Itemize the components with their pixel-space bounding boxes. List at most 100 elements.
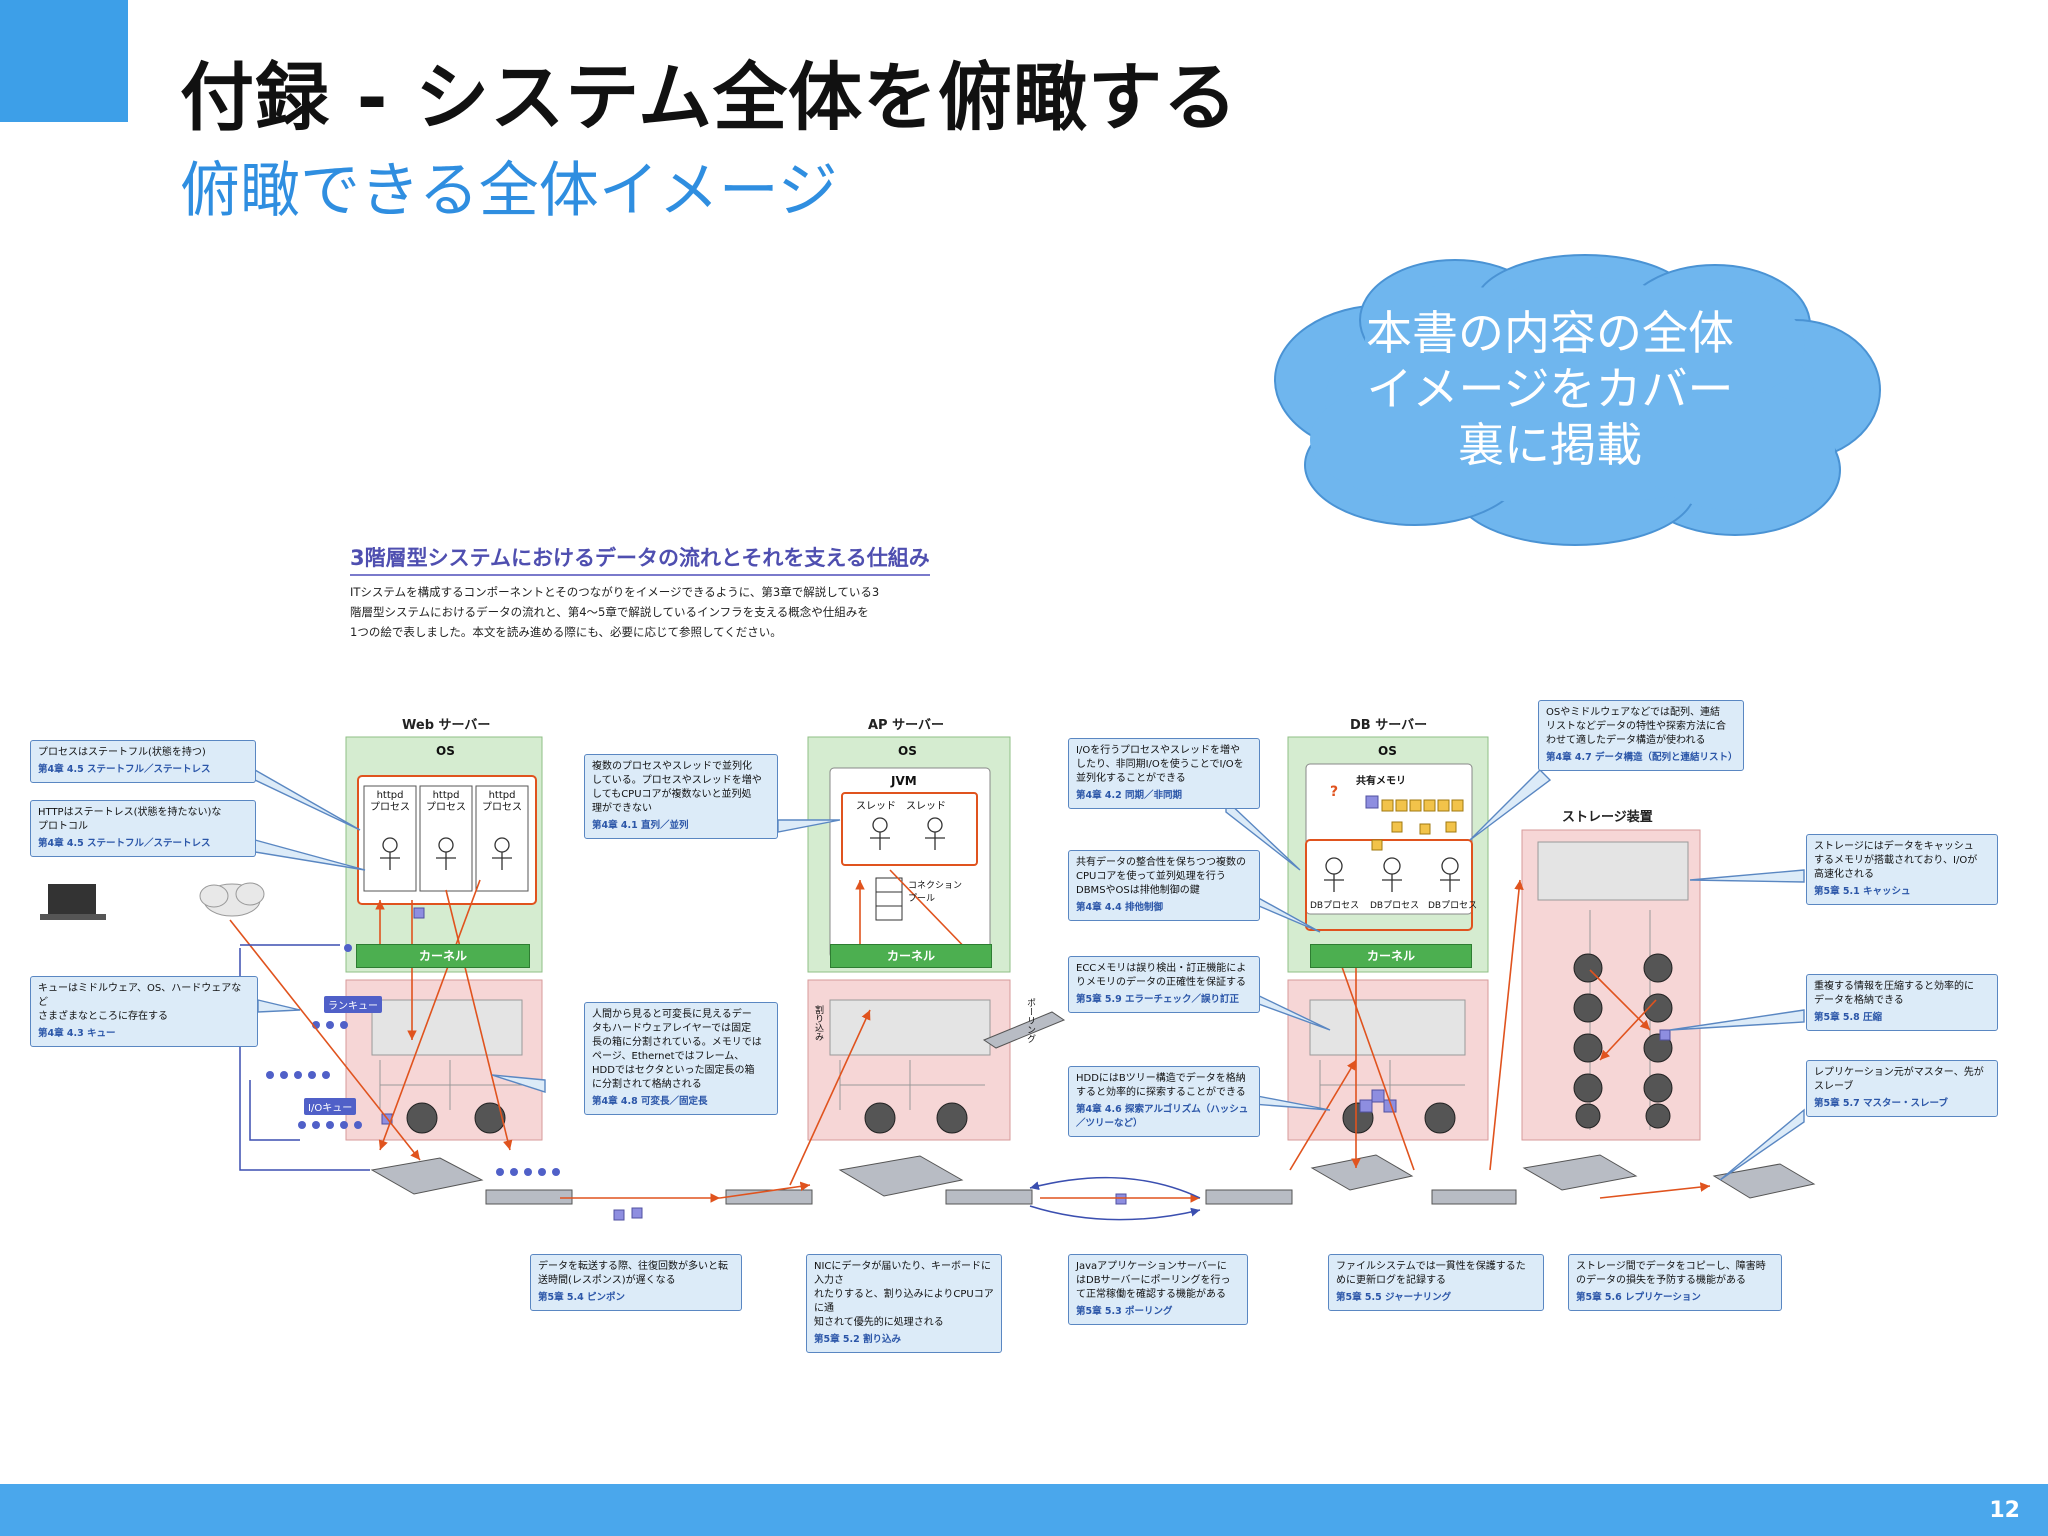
httpd-process-label: httpd プロセス (426, 790, 466, 813)
db-process-label: DBプロセス (1428, 901, 1478, 911)
callout-text: プロトコル (38, 821, 88, 832)
web-os-label: OS (436, 744, 455, 758)
callout-ref: 第4章 4.2 同期／非同期 (1076, 790, 1183, 801)
polling-vertical-label: ポーリング (1025, 998, 1035, 1043)
storage-label: ストレージ装置 (1562, 810, 1653, 825)
db-server (1287, 736, 1489, 1141)
ap-server (807, 736, 1011, 1141)
web-server-label: Web サーバー (402, 718, 491, 733)
callout-text: ECCメモリは誤り検出・訂正機能によ (1076, 963, 1247, 974)
callout-text: HDDにはBツリー構造でデータを格納 (1076, 1073, 1246, 1084)
callout-ref: 第4章 4.1 直列／並列 (592, 820, 689, 831)
callout-text: て正常稼働を確認する機能がある (1076, 1289, 1226, 1300)
callout-text: データを格納できる (1814, 995, 1904, 1006)
callout-text: スレーブ (1814, 1081, 1854, 1092)
callout-journaling: ファイルシステムでは一貫性を保護するた めに更新ログを記録する 第5章 5.5 … (1328, 1254, 1544, 1311)
callout-stateful: プロセスはステートフル(状態を持つ) 第4章 4.5 ステートフル／ステートレス (30, 740, 256, 783)
db-server-label: DB サーバー (1350, 718, 1428, 733)
callout-ref: 第5章 5.3 ポーリング (1076, 1306, 1173, 1317)
callout-queue: キューはミドルウェア、OS、ハードウェアなど さまざまなところに存在する 第4章… (30, 976, 258, 1047)
jvm-label: JVM (891, 774, 917, 788)
callout-interrupt: NICにデータが届いたり、キーボードに入力さ れたりすると、割り込みによりCPU… (806, 1254, 1002, 1353)
callout-ref: 第4章 4.4 排他制御 (1076, 902, 1164, 913)
callout-text: NICにデータが届いたり、キーボードに入力さ (814, 1261, 992, 1286)
figure-description: ITシステムを構成するコンポーネントとそのつながりをイメージできるように、第3章… (350, 582, 940, 642)
callout-text: 複数のプロセスやスレッドで並列化 (592, 761, 752, 772)
callout-ref: 第4章 4.5 ステートフル／ステートレス (38, 764, 211, 775)
page-title: 付録 - システム全体を俯瞰する (180, 55, 1239, 141)
callout-ping-pong: データを転送する際、往復回数が多いと転 送時間(レスポンス)が遅くなる 第5章 … (530, 1254, 742, 1311)
page-subtitle: 俯瞰できる全体イメージ (180, 156, 838, 226)
callout-text: するメモリが搭載されており、I/Oが (1814, 855, 1978, 866)
callout-text: ページ、Ethernetではフレーム、 (592, 1051, 745, 1062)
network-devices (370, 1011, 1816, 1205)
callout-text: さまざまなところに存在する (38, 1011, 168, 1022)
cloud-text: 本書の内容の全体 イメージをカバー 裏に掲載 (1300, 305, 1800, 473)
db-kernel-bar: カーネル (1310, 944, 1472, 968)
callout-text: すると効率的に探索することができる (1076, 1087, 1246, 1098)
figure-desc-line: 階層型システムにおけるデータの流れと、第4～5章で解説しているインフラを支える概… (350, 605, 869, 619)
callout-ref: 第4章 4.7 データ構造（配列と連結リスト） (1546, 752, 1738, 763)
callout-text: 並列化することができる (1076, 773, 1186, 784)
callout-text: に分割されて格納される (592, 1079, 702, 1090)
io-queue-tag: I/Oキュー (304, 1098, 357, 1115)
callout-text: HTTPはステートレス(状態を持たない)な (38, 807, 222, 818)
httpd-process-label: httpd プロセス (370, 790, 410, 813)
storage-device (1521, 829, 1701, 1141)
callout-ref: 第5章 5.9 エラーチェック／誤り訂正 (1076, 994, 1240, 1005)
callout-text: CPUコアを使って並列処理を行う (1076, 871, 1226, 882)
internet-cloud (199, 882, 265, 917)
ap-server-label: AP サーバー (868, 718, 944, 733)
callout-async-io: I/Oを行うプロセスやスレッドを増や したり、非同期I/Oを使うことでI/Oを … (1068, 738, 1260, 809)
callout-polling: Javaアプリケーションサーバーに はDBサーバーにポーリングを行っ て正常稼働… (1068, 1254, 1248, 1325)
callout-text: 人間から見ると可変長に見えるデー (592, 1009, 752, 1020)
callout-text: れたりすると、割り込みによりCPUコアに通 (814, 1289, 994, 1314)
callout-ref: 第4章 4.8 可変長／固定長 (592, 1096, 708, 1107)
question-mark: ? (1330, 784, 1339, 800)
callout-compression: 重複する情報を圧縮すると効率的に データを格納できる 第5章 5.8 圧縮 (1806, 974, 1998, 1031)
data-packets (381, 795, 1671, 1221)
callout-master-slave: レプリケーション元がマスター、先が スレーブ 第5章 5.7 マスター・スレーブ (1806, 1060, 1998, 1117)
callout-cache: ストレージにはデータをキャッシュ するメモリが搭載されており、I/Oが 高速化さ… (1806, 834, 1998, 905)
callout-ref: 第5章 5.1 キャッシュ (1814, 886, 1911, 897)
callout-text: OSやミドルウェアなどでは配列、連結 (1546, 707, 1721, 718)
cloud-line: 本書の内容の全体 (1366, 306, 1734, 360)
callout-text: 長の箱に分割されている。メモリでは (592, 1037, 762, 1048)
cloud-line: 裏に掲載 (1458, 418, 1642, 472)
callout-replication: ストレージ間でデータをコピーし、障害時 のデータの損失を予防する機能がある 第5… (1568, 1254, 1782, 1311)
callout-text: Javaアプリケーションサーバーに (1076, 1261, 1227, 1272)
callout-text: のデータの損失を予防する機能がある (1576, 1275, 1746, 1286)
figure-desc-line: ITシステムを構成するコンポーネントとそのつながりをイメージできるように、第3章… (350, 585, 880, 599)
interrupt-vertical-label: 割り込み (813, 1005, 823, 1041)
callout-text: HDDではセクタといった固定長の箱 (592, 1065, 755, 1076)
db-os-label: OS (1378, 744, 1397, 758)
callout-text: めに更新ログを記録する (1336, 1275, 1446, 1286)
client-laptop (40, 884, 106, 920)
httpd-process-label: httpd プロセス (482, 790, 522, 813)
callout-text: タもハードウェアレイヤーでは固定 (592, 1023, 752, 1034)
callout-ref: 第4章 4.5 ステートフル／ステートレス (38, 838, 211, 849)
callout-text: キューはミドルウェア、OS、ハードウェアなど (38, 983, 242, 1008)
page-number: 12 (1989, 1498, 2020, 1523)
shared-memory-label: 共有メモリ (1356, 776, 1406, 787)
callout-text: 共有データの整合性を保ちつつ複数の (1076, 857, 1246, 868)
callout-data-structure: OSやミドルウェアなどでは配列、連結 リストなどデータの特性や探索方法に合 わせ… (1538, 700, 1744, 771)
callout-parallel: 複数のプロセスやスレッドで並列化 している。プロセスやスレッドを増や してもCP… (584, 754, 778, 839)
corner-accent-block (0, 0, 128, 122)
callout-text: ストレージ間でデータをコピーし、障害時 (1576, 1261, 1766, 1272)
callout-ref: 第5章 5.8 圧縮 (1814, 1012, 1883, 1023)
callout-ref: 第4章 4.3 キュー (38, 1028, 116, 1039)
callout-text: データを転送する際、往復回数が多いと転 (538, 1261, 728, 1272)
data-flow-arrows (229, 869, 1711, 1203)
callout-text: 高速化される (1814, 869, 1874, 880)
ap-os-label: OS (898, 744, 917, 758)
thread-labels: スレッド スレッド (856, 801, 946, 812)
callout-text: リストなどデータの特性や探索方法に合 (1546, 721, 1726, 732)
figure-desc-line: 1つの絵で表しました。本文を読み進める際にも、必要に応じて参照してください。 (350, 625, 782, 639)
callout-text: 送時間(レスポンス)が遅くなる (538, 1275, 676, 1286)
footer-bar: 12 (0, 1484, 2048, 1536)
callout-text: DBMSやOSは排他制御の鍵 (1076, 885, 1200, 896)
callout-text: I/Oを行うプロセスやスレッドを増や (1076, 745, 1240, 756)
callout-ref: 第5章 5.5 ジャーナリング (1336, 1292, 1452, 1303)
